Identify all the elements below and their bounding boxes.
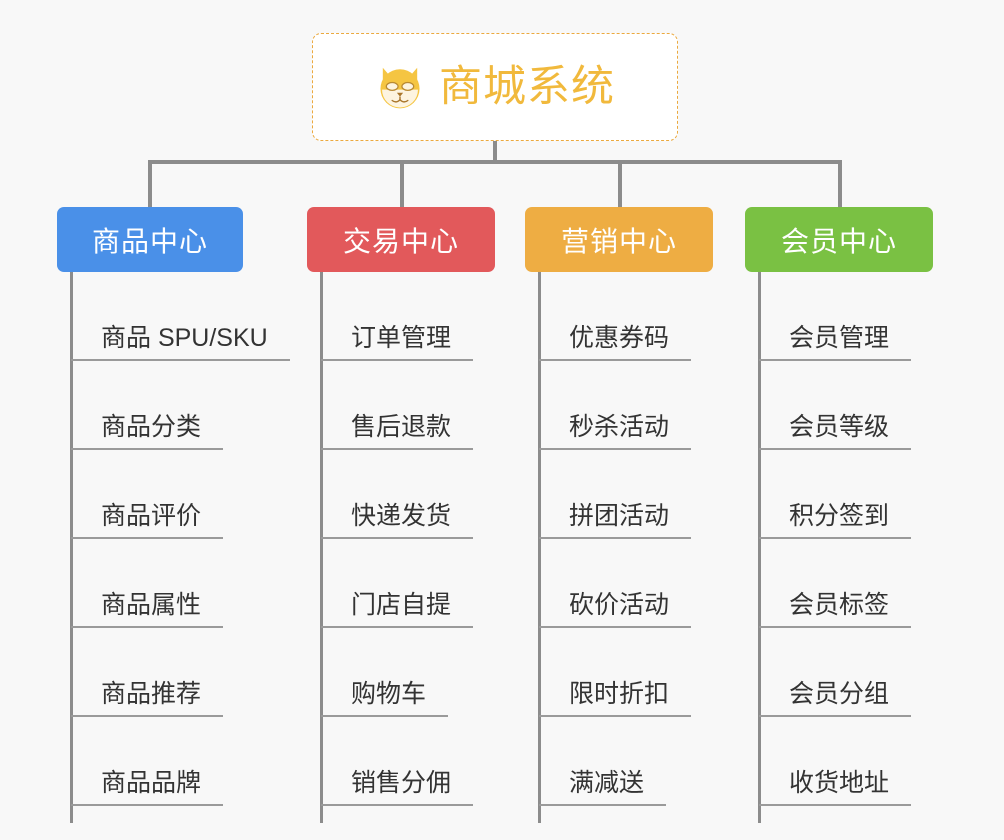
leaf-label: 商品分类 — [71, 414, 224, 450]
root-node[interactable]: 商城系统 — [312, 33, 678, 141]
leaf-rail-1 — [70, 272, 73, 823]
connector-root-stem — [493, 141, 497, 163]
category-column-3: 营销中心 优惠券码 秒杀活动 拼团活动 砍价活动 限时折扣 满减送 — [525, 207, 713, 823]
category-column-2: 交易中心 订单管理 售后退款 快递发货 门店自提 购物车 销售分佣 — [307, 207, 495, 823]
list-item[interactable]: 商品 SPU/SKU — [71, 272, 290, 361]
list-item[interactable]: 会员标签 — [759, 539, 933, 628]
category-label-2: 交易中心 — [342, 225, 459, 257]
root-label: 商城系统 — [439, 62, 615, 111]
leaf-label: 售后退款 — [321, 414, 474, 450]
leaf-list-3: 优惠券码 秒杀活动 拼团活动 砍价活动 限时折扣 满减送 — [525, 272, 713, 823]
list-item[interactable]: 满减送 — [539, 717, 713, 806]
leaf-label: 商品品牌 — [71, 770, 224, 806]
list-item[interactable]: 秒杀活动 — [539, 361, 713, 450]
list-item[interactable]: 商品推荐 — [71, 628, 290, 717]
connector-drop-2 — [400, 160, 404, 207]
leaf-label: 会员等级 — [759, 414, 912, 450]
shiba-dog-face-icon — [380, 67, 420, 109]
list-item[interactable]: 售后退款 — [321, 361, 495, 450]
list-item[interactable]: 会员分组 — [759, 628, 933, 717]
leaf-label: 商品 SPU/SKU — [71, 325, 290, 361]
leaf-label: 购物车 — [321, 681, 449, 717]
leaf-label: 收货地址 — [759, 770, 912, 806]
category-label-1: 商品中心 — [91, 225, 208, 257]
list-item[interactable]: 订单管理 — [321, 272, 495, 361]
list-item[interactable]: 商品分类 — [71, 361, 290, 450]
list-item[interactable]: 会员等级 — [759, 361, 933, 450]
list-item[interactable]: 优惠券码 — [539, 272, 713, 361]
leaf-label: 拼团活动 — [539, 503, 692, 539]
leaf-label: 会员管理 — [759, 325, 912, 361]
list-item[interactable]: 门店自提 — [321, 539, 495, 628]
list-item[interactable]: 限时折扣 — [539, 628, 713, 717]
leaf-rail-3 — [538, 272, 541, 823]
list-item[interactable]: 购物车 — [321, 628, 495, 717]
leaf-label: 砍价活动 — [539, 592, 692, 628]
leaf-label: 限时折扣 — [539, 681, 692, 717]
connector-drop-3 — [618, 160, 622, 207]
leaf-rail-4 — [758, 272, 761, 823]
leaf-label: 快递发货 — [321, 503, 474, 539]
leaf-label: 商品推荐 — [71, 681, 224, 717]
category-column-4: 会员中心 会员管理 会员等级 积分签到 会员标签 会员分组 收货地址 — [745, 207, 933, 823]
leaf-list-1: 商品 SPU/SKU 商品分类 商品评价 商品属性 商品推荐 商品品牌 — [57, 272, 290, 823]
list-item[interactable]: 砍价活动 — [539, 539, 713, 628]
leaf-label: 会员标签 — [759, 592, 912, 628]
list-item[interactable]: 快递发货 — [321, 450, 495, 539]
leaf-label: 秒杀活动 — [539, 414, 692, 450]
list-item[interactable]: 积分签到 — [759, 450, 933, 539]
category-label-3: 营销中心 — [560, 225, 677, 257]
leaf-label: 商品评价 — [71, 503, 224, 539]
list-item[interactable]: 商品评价 — [71, 450, 290, 539]
list-item[interactable]: 收货地址 — [759, 717, 933, 806]
leaf-rail-2 — [320, 272, 323, 823]
leaf-label: 满减送 — [539, 770, 667, 806]
category-box-2[interactable]: 交易中心 — [307, 207, 495, 272]
leaf-label: 销售分佣 — [321, 770, 474, 806]
leaf-list-4: 会员管理 会员等级 积分签到 会员标签 会员分组 收货地址 — [745, 272, 933, 823]
leaf-label: 会员分组 — [759, 681, 912, 717]
leaf-label: 积分签到 — [759, 503, 912, 539]
list-item[interactable]: 销售分佣 — [321, 717, 495, 806]
list-item[interactable]: 拼团活动 — [539, 450, 713, 539]
connector-horizontal-bus — [148, 160, 842, 164]
list-item[interactable]: 商品品牌 — [71, 717, 290, 806]
category-box-3[interactable]: 营销中心 — [525, 207, 713, 272]
leaf-label: 门店自提 — [321, 592, 474, 628]
leaf-label: 订单管理 — [321, 325, 474, 361]
category-column-1: 商品中心 商品 SPU/SKU 商品分类 商品评价 商品属性 商品推荐 商品品牌 — [57, 207, 290, 823]
list-item[interactable]: 商品属性 — [71, 539, 290, 628]
connector-drop-4 — [838, 160, 842, 207]
leaf-list-2: 订单管理 售后退款 快递发货 门店自提 购物车 销售分佣 — [307, 272, 495, 823]
leaf-label: 商品属性 — [71, 592, 224, 628]
list-item[interactable]: 会员管理 — [759, 272, 933, 361]
connector-drop-1 — [148, 160, 152, 207]
category-box-4[interactable]: 会员中心 — [745, 207, 933, 272]
leaf-label: 优惠券码 — [539, 325, 692, 361]
category-box-1[interactable]: 商品中心 — [57, 207, 243, 272]
category-label-4: 会员中心 — [780, 225, 897, 257]
